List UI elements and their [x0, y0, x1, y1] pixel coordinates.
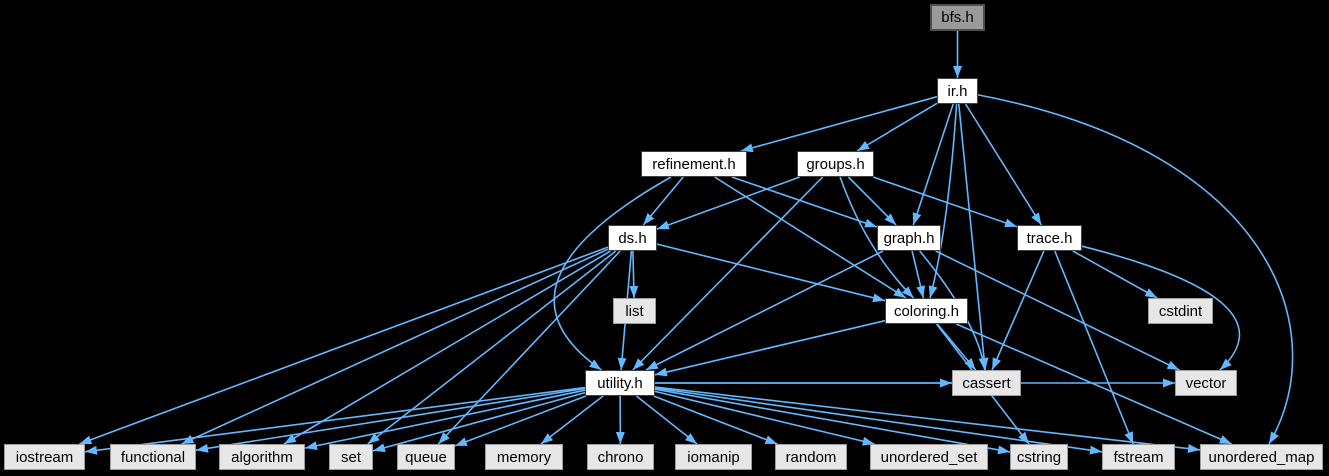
node-refinement-h[interactable]: refinement.h	[641, 151, 747, 177]
edge-utility.h-to-random	[653, 395, 778, 445]
edge-utility.h-to-fstream	[654, 387, 1103, 455]
node-random: random	[775, 444, 847, 470]
node-cstdint: cstdint	[1148, 298, 1213, 324]
edge-utility.h-to-unordered_map	[654, 386, 1201, 453]
edge-ir.h-to-refinement.h	[740, 95, 938, 153]
edge-utility.h-to-cstring	[654, 388, 1011, 455]
edge-trace.h-to-cstdint	[1072, 250, 1158, 299]
node-chrono: chrono	[587, 444, 654, 470]
node-list: list	[613, 298, 656, 324]
node-memory: memory	[485, 444, 563, 470]
edge-utility.h-to-unordered_set	[654, 390, 875, 446]
edge-ds.h-to-functional	[181, 248, 609, 445]
node-unordered-set: unordered_set	[870, 444, 988, 470]
edge-refinement.h-to-ds.h	[642, 176, 684, 226]
node-queue: queue	[397, 444, 455, 470]
edge-ds.h-to-iostream	[79, 246, 609, 445]
edge-utility.h-to-queue	[454, 395, 587, 447]
node-algorithm: algorithm	[219, 444, 305, 470]
edge-refinement.h-to-utility.h	[553, 176, 672, 371]
edge-ir.h-to-coloring.h	[928, 103, 958, 299]
node-functional: functional	[110, 444, 196, 470]
node-graph-h[interactable]: graph.h	[877, 225, 941, 251]
node-iostream: iostream	[4, 444, 85, 470]
edge-ds.h-to-algorithm	[283, 250, 611, 445]
edge-ir.h-to-cassert	[958, 103, 989, 371]
edge-utility.h-to-iomanip	[635, 395, 698, 445]
edge-ir.h-to-graph.h	[912, 103, 954, 226]
edge-groups.h-to-coloring.h	[839, 176, 915, 299]
node-trace-h[interactable]: trace.h	[1017, 225, 1082, 251]
edge-ir.h-to-unordered_map	[977, 94, 1294, 445]
node-fstream: fstream	[1102, 444, 1175, 470]
edge-trace.h-to-cassert	[991, 250, 1045, 371]
node-cassert: cassert	[952, 370, 1021, 396]
edge-coloring.h-to-cassert	[936, 323, 977, 371]
edge-ir.h-to-groups.h	[856, 102, 938, 152]
edge-utility.h-to-memory	[540, 395, 604, 445]
edge-utility.h-to-iostream	[84, 386, 586, 455]
edge-coloring.h-to-unordered_map	[955, 323, 1233, 445]
node-ir-h[interactable]: ir.h	[937, 78, 978, 104]
edge-trace.h-to-fstream	[1054, 250, 1134, 445]
edge-graph.h-to-utility.h	[645, 250, 884, 371]
edge-graph.h-to-vector	[935, 250, 1180, 371]
edge-ds.h-to-queue	[437, 250, 621, 445]
edge-utility.h-to-functional	[195, 387, 586, 453]
edge-ir.h-to-trace.h	[964, 103, 1043, 226]
edge-coloring.h-to-utility.h	[654, 319, 886, 377]
node-groups-h[interactable]: groups.h	[797, 151, 874, 177]
node-set: set	[329, 444, 373, 470]
edge-groups.h-to-ds.h	[656, 176, 801, 230]
edge-refinement.h-to-graph.h	[731, 176, 878, 228]
node-vector: vector	[1175, 370, 1237, 396]
edge-groups.h-to-utility.h	[632, 176, 824, 371]
edge-utility.h-to-algorithm	[304, 389, 586, 451]
edge-ds.h-to-list	[629, 250, 639, 299]
edge-graph.h-to-coloring.h	[911, 250, 925, 299]
edge-trace.h-to-vector	[1081, 245, 1241, 371]
edge-groups.h-to-graph.h	[847, 176, 897, 226]
edge-ds.h-to-coloring.h	[656, 243, 886, 303]
node-iomanip: iomanip	[675, 444, 752, 470]
node-coloring-h[interactable]: coloring.h	[885, 298, 968, 324]
node-ds-h[interactable]: ds.h	[608, 225, 657, 251]
edge-ds.h-to-set	[367, 250, 617, 445]
edge-utility.h-to-set	[372, 391, 586, 453]
edge-groups.h-to-trace.h	[872, 176, 1018, 228]
node-cstring: cstring	[1010, 444, 1068, 470]
node-unordered-map: unordered_map	[1200, 444, 1323, 470]
node-utility-h[interactable]: utility.h	[585, 370, 655, 396]
node-bfs-h: bfs.h	[930, 4, 985, 31]
